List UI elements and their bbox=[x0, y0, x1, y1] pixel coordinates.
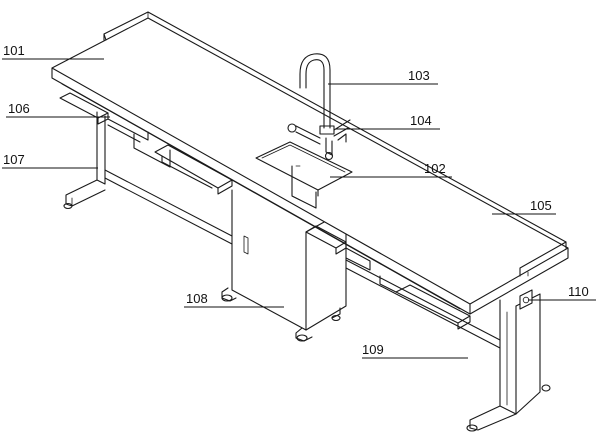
label-107: 107 bbox=[3, 152, 25, 167]
label-105: 105 bbox=[530, 198, 552, 213]
label-108: 108 bbox=[186, 291, 208, 306]
sink-basin bbox=[255, 141, 353, 209]
label-109: 109 bbox=[362, 342, 384, 357]
faucet bbox=[287, 53, 351, 161]
label-102: 102 bbox=[424, 161, 446, 176]
leader-lines bbox=[2, 58, 596, 359]
label-110: 110 bbox=[568, 284, 589, 299]
right-leg-frame bbox=[345, 259, 551, 432]
label-101: 101 bbox=[3, 43, 25, 58]
reference-numerals: 101 106 107 103 104 102 105 108 109 110 bbox=[3, 43, 589, 357]
label-106: 106 bbox=[8, 101, 30, 116]
label-104: 104 bbox=[410, 113, 432, 128]
label-103: 103 bbox=[408, 68, 430, 83]
center-cabinet bbox=[221, 189, 347, 342]
left-leg-frame bbox=[63, 111, 233, 245]
under-shelf-trays bbox=[59, 92, 471, 330]
